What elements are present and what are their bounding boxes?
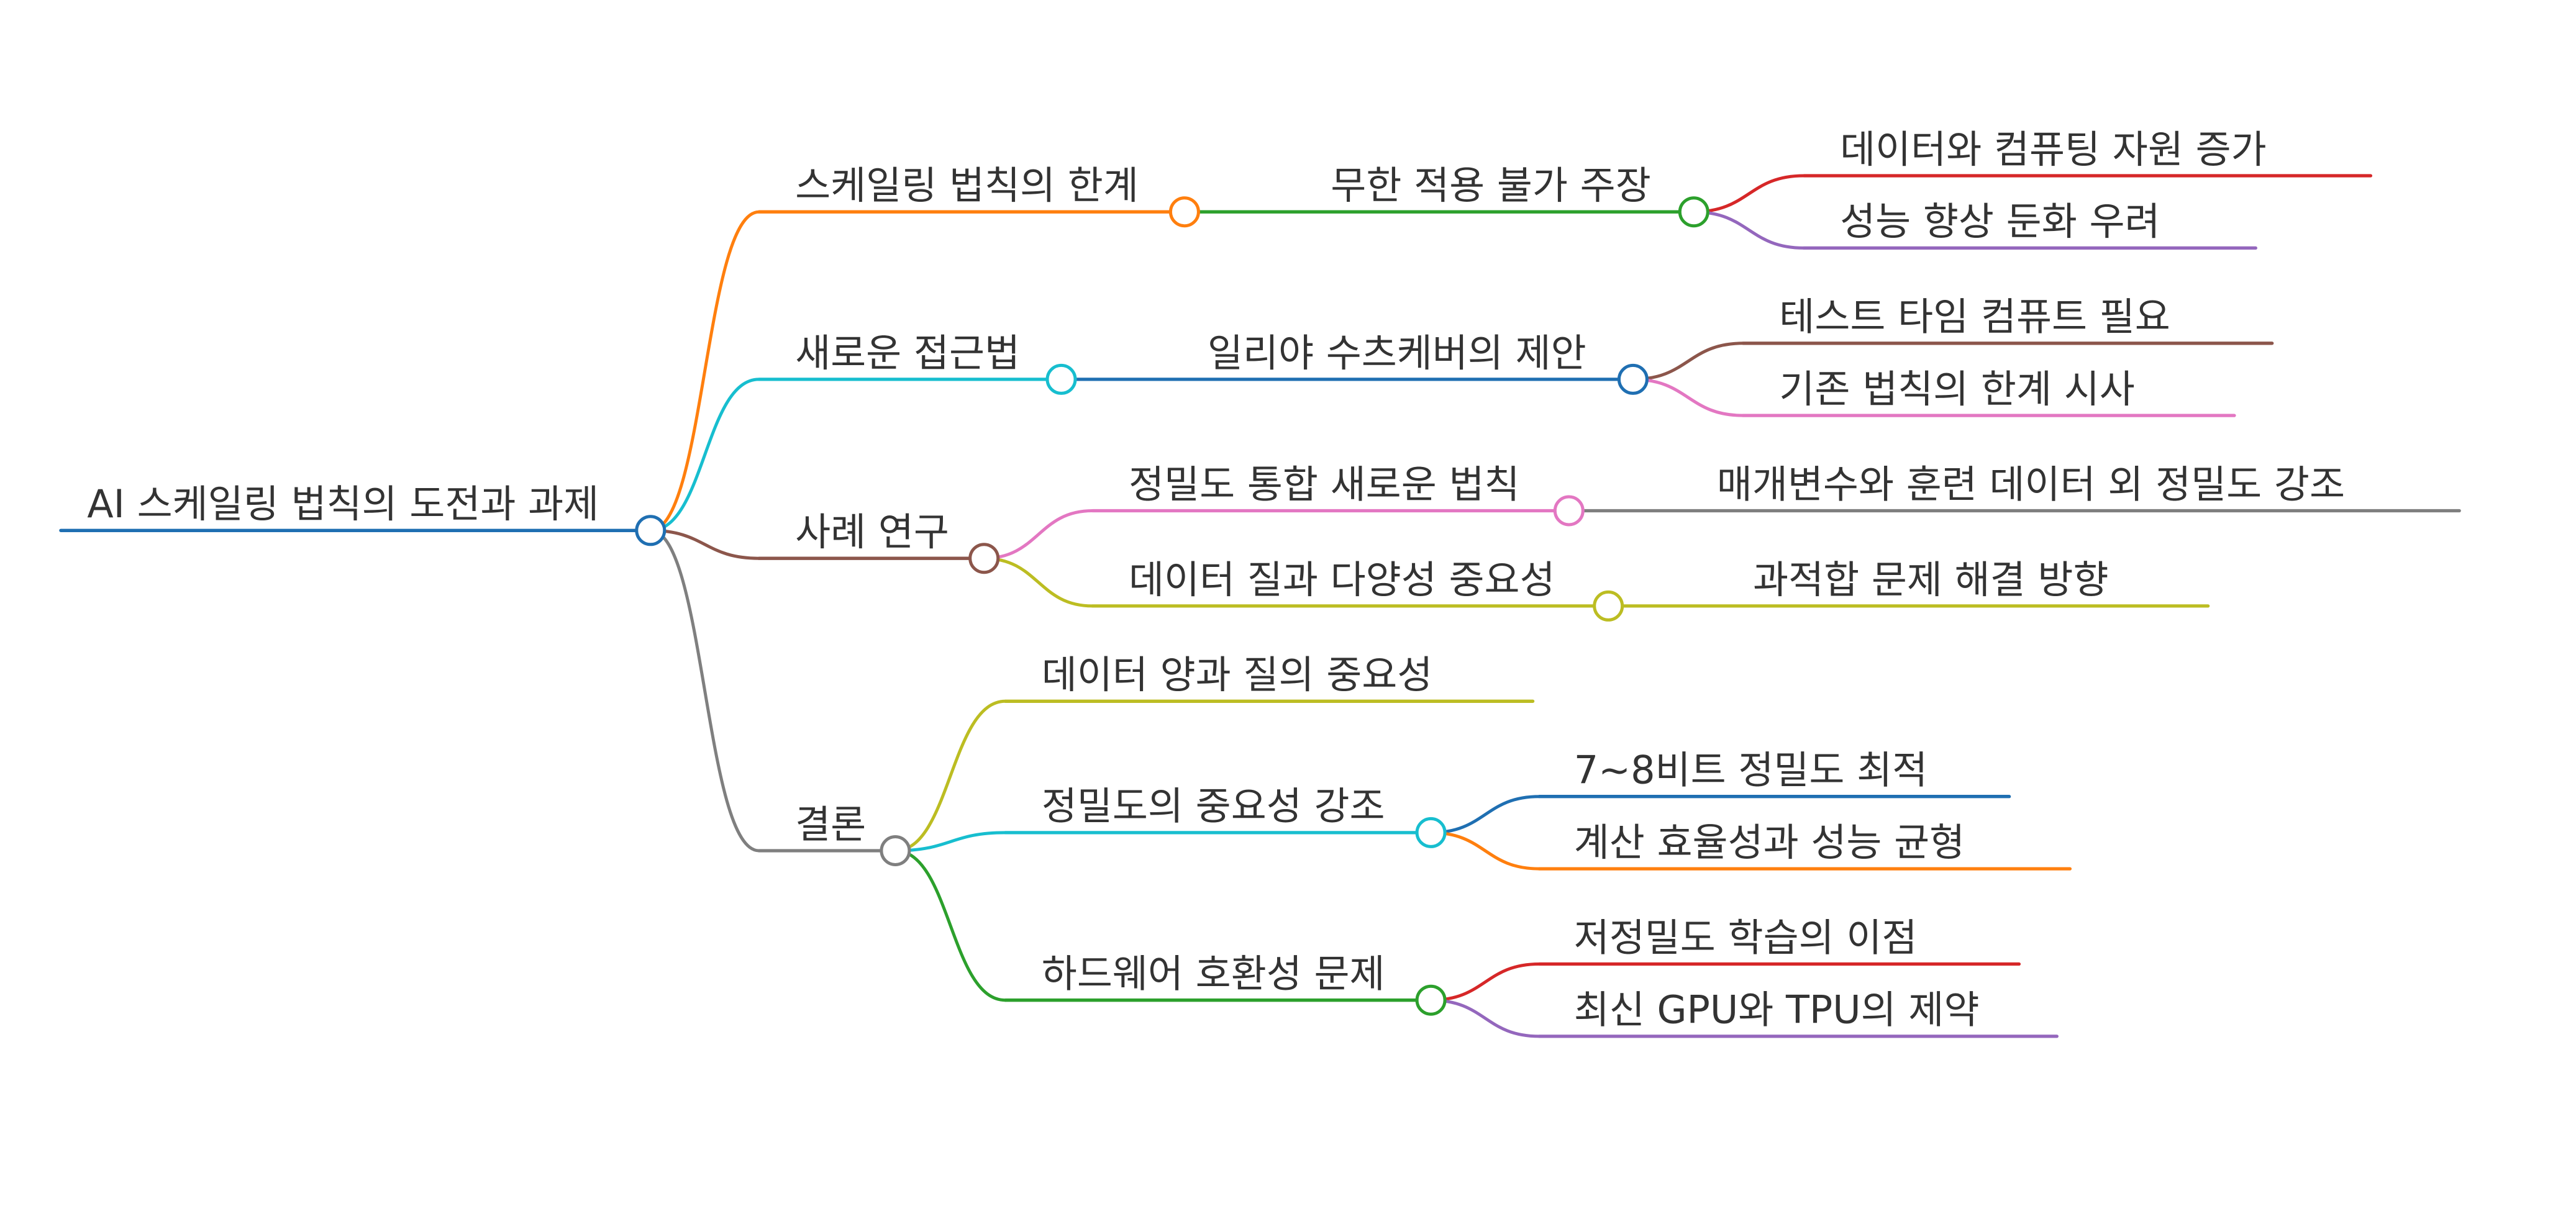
conclusion-precision-node[interactable] (1415, 817, 1447, 848)
conclusion-hardware-1-connector (1431, 962, 1540, 1002)
root-node[interactable] (635, 515, 667, 546)
limits-claim-2-connector (1693, 210, 1805, 250)
conclusion-precision-1-label: 7~8비트 정밀도 최적 (1574, 748, 1928, 793)
underline-layer (59, 174, 2461, 1038)
approach-proposal-1-label: 테스트 타임 컴퓨트 필요 (1779, 294, 2170, 340)
root-label: AI 스케일링 법칙의 도전과 과제 (87, 481, 599, 527)
cases-label: 사례 연구 (795, 509, 949, 555)
conclusion-precision-connector (895, 831, 1006, 853)
approach-proposal-1-connector (1632, 342, 1744, 381)
conclusion-label: 결론 (795, 802, 866, 847)
cases-quality-connector (984, 556, 1093, 608)
limits-claim-label: 무한 적용 불가 주장 (1331, 163, 1650, 208)
cases-quality-label: 데이터 질과 다양성 중요성 (1129, 557, 1555, 602)
conclusion-connector (650, 528, 760, 853)
cases-node[interactable] (968, 543, 1000, 574)
conclusion-node[interactable] (880, 835, 911, 866)
conclusion-hardware-connector (895, 849, 1006, 1002)
cases-connector (650, 528, 759, 560)
conclusion-hardware-2-label: 최신 GPU와 TPU의 제약 (1574, 987, 1980, 1033)
approach-proposal-node[interactable] (1617, 363, 1649, 395)
approach-proposal-2-label: 기존 법칙의 한계 시사 (1779, 366, 2134, 412)
label-layer: AI 스케일링 법칙의 도전과 과제 스케일링 법칙의 한계 무한 적용 불가 주장… (87, 127, 2345, 1033)
limits-node[interactable] (1168, 196, 1200, 228)
conclusion-data-label: 데이터 양과 질의 중요성 (1042, 652, 1433, 697)
cases-precision-node[interactable] (1553, 495, 1585, 527)
conclusion-hardware-label: 하드웨어 호환성 문제 (1042, 951, 1385, 997)
approach-label: 새로운 접근법 (795, 330, 1020, 376)
conclusion-hardware-2-connector (1431, 998, 1540, 1038)
conclusion-precision-2-label: 계산 효율성과 성능 균형 (1574, 820, 1965, 865)
conclusion-data-connector (895, 699, 1006, 853)
conclusion-hardware-node[interactable] (1415, 984, 1447, 1016)
conclusion-precision-1-connector (1431, 795, 1540, 835)
approach-proposal-label: 일리야 수츠케버의 제안 (1208, 330, 1586, 376)
conclusion-precision-label: 정밀도의 중요성 강조 (1042, 784, 1385, 829)
approach-proposal-2-connector (1632, 378, 1744, 417)
cases-quality-node[interactable] (1593, 590, 1624, 622)
approach-node[interactable] (1045, 363, 1077, 395)
limits-label: 스케일링 법칙의 한계 (795, 163, 1139, 208)
limits-claim-node[interactable] (1678, 196, 1709, 228)
cases-precision-connector (984, 509, 1093, 560)
conclusion-hardware-1-label: 저정밀도 학습의 이점 (1574, 915, 1918, 960)
limits-claim-1-label: 데이터와 컴퓨팅 자원 증가 (1840, 127, 2267, 172)
cases-precision-label: 정밀도 통합 새로운 법칙 (1129, 461, 1520, 507)
cases-precision-1-label: 매개변수와 훈련 데이터 외 정밀도 강조 (1717, 461, 2345, 507)
conclusion-precision-2-connector (1431, 831, 1540, 871)
limits-connector (650, 210, 760, 532)
limits-claim-1-connector (1693, 174, 1805, 214)
node-layer (635, 196, 1709, 1016)
cases-quality-1-label: 과적합 문제 해결 방향 (1753, 557, 2108, 602)
approach-connector (650, 378, 759, 532)
limits-claim-2-label: 성능 향상 둔화 우려 (1840, 199, 2160, 244)
